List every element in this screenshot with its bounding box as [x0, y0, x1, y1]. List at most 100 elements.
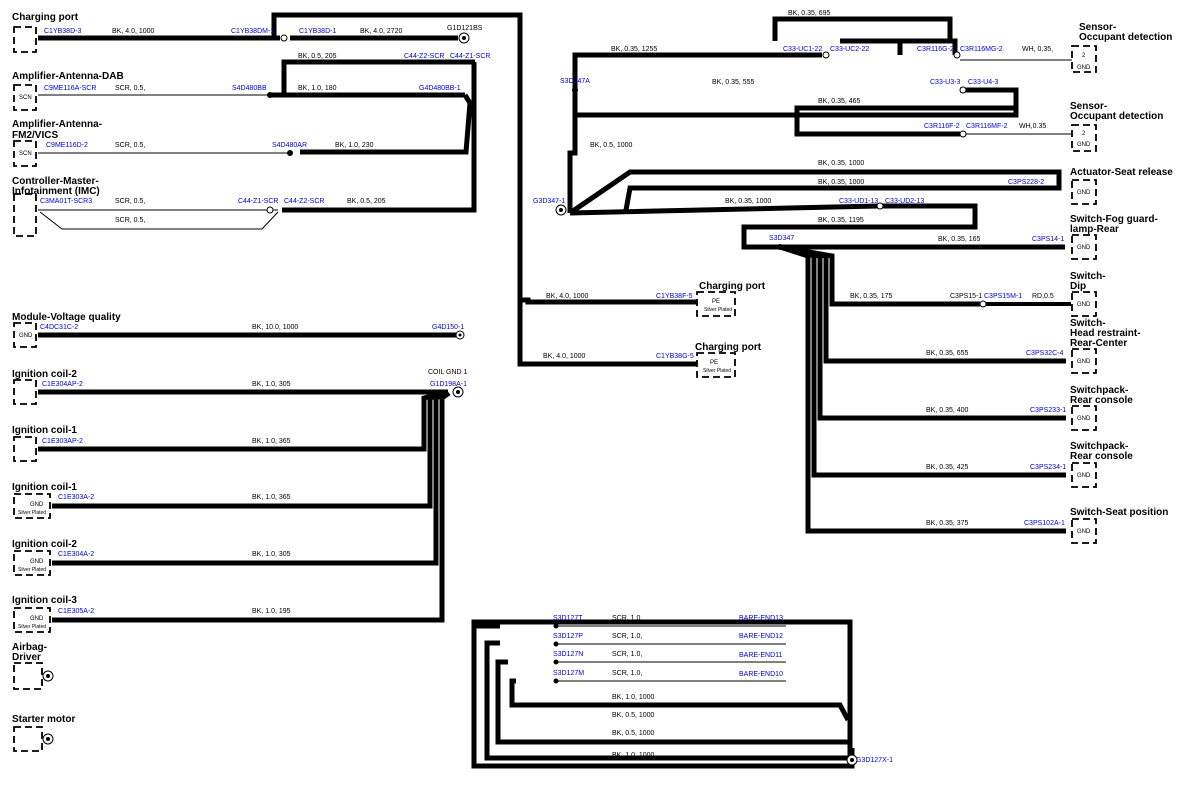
wire-label: BK, 0.35, 425: [926, 464, 969, 471]
box-sp-ign3: Silver Plated: [18, 624, 46, 630]
component-boxes-right: [696, 45, 1097, 544]
conn-c1yb38f5: C1YB38F-5: [656, 293, 693, 300]
conn-c1e303ap2: C1E303AP-2: [42, 438, 83, 445]
seatpos-box: [1071, 518, 1097, 544]
box-gnd-seatpos: GND: [1077, 529, 1091, 535]
title-sensor1-1: Sensor-: [1079, 22, 1116, 33]
wire-dab-top: [281, 59, 475, 95]
conn-c44z2scr-a: C44-Z2-SCR: [404, 53, 444, 60]
fog-box: [1071, 234, 1097, 260]
title-pe2: Charging port: [695, 342, 762, 353]
title-amp-fm-2: FM2/VICS: [12, 130, 58, 141]
title-fog-2: lamp-Rear: [1070, 224, 1119, 235]
box-gnd-ign1b: GND: [30, 502, 44, 508]
conn-c33u4-3: C33-U4-3: [968, 79, 998, 86]
box-pe1: PE: [712, 299, 720, 305]
wire-ign1a: [38, 389, 447, 452]
box-gnd-act: GND: [1077, 190, 1091, 196]
box-gnd-head: GND: [1077, 359, 1091, 365]
box-sp-pe2: Silver Plated: [703, 368, 731, 374]
conn-bare12: BARE-END12: [739, 633, 783, 640]
box-gnd-ign2b: GND: [30, 559, 44, 565]
conn-s3d347: S3D347: [769, 235, 794, 242]
title-airbag-1: Airbag-: [12, 642, 47, 653]
title-ign2b: Ignition coil-2: [12, 539, 77, 550]
splice-s3d127p: [553, 641, 559, 647]
wire-label: BK, 0.35, 655: [926, 350, 969, 357]
title-sp1-2: Rear console: [1070, 395, 1133, 406]
imc-box: [13, 193, 37, 237]
conn-g3d127x1: G3D127X-1: [856, 757, 893, 764]
title-sensor2-1: Sensor-: [1070, 101, 1107, 112]
ground-icon: [42, 670, 54, 682]
conn-s3d127p: S3D127P: [553, 633, 583, 640]
wire-g127-c: [495, 659, 848, 745]
wire-label: SCR, 1.0,: [612, 651, 642, 658]
connector-icon: [876, 202, 884, 210]
title-ign3: Ignition coil-3: [12, 595, 77, 606]
box-pe2: PE: [710, 360, 718, 366]
amp-dab-box: [13, 84, 37, 111]
ground-icon: [555, 204, 567, 216]
switchpack1-box: [1071, 405, 1097, 431]
wire-label: SCR, 1.0,: [612, 670, 642, 677]
title-sp1-1: Switchpack-: [1070, 385, 1128, 396]
wire-label: BK, 1.0, 365: [252, 438, 291, 445]
wire-seatpos: [779, 244, 1066, 534]
pe1-box: [696, 291, 736, 317]
wire-label: BK, 0.35, 165: [938, 236, 981, 243]
charging-port-box: [13, 26, 37, 53]
connector-icon: [953, 51, 961, 59]
component-titles-left: Charging port Amplifier-Antenna-DAB Ampl…: [12, 12, 124, 725]
component-titles-right: Sensor- Occupant detection Sensor- Occup…: [695, 22, 1173, 518]
title-imc-1: Controller-Master-: [12, 176, 99, 187]
component-boxes-left: [13, 26, 51, 752]
box-gnd-ign3: GND: [30, 616, 44, 622]
title-dip-1: Switch-: [1070, 271, 1106, 282]
wire-label: BK, 0.35, 400: [926, 407, 969, 414]
wires-right: [471, 16, 1072, 769]
conn-c4dc31c2: C4DC31C-2: [40, 324, 78, 331]
conn-c33ud2-13: C33-UD2-13: [885, 198, 924, 205]
conn-c3r116g2: C3R116G-2: [917, 46, 954, 53]
conn-s3d347a: S3D347A: [560, 78, 590, 85]
splice-s3d347: [777, 244, 783, 250]
airbag-box: [13, 662, 43, 690]
wire-label: SCR, 1.0,: [612, 633, 642, 640]
box-gnd-s1: GND: [1077, 65, 1091, 71]
conn-c1yb38d1: C1YB38D-1: [299, 28, 336, 35]
wire-label: BK, 0.35, 465: [818, 98, 861, 105]
wire-pe1: [271, 12, 697, 305]
conn-g1d198a1: G1D198A-1: [430, 381, 467, 388]
title-amp-dab: Amplifier-Antenna-DAB: [12, 71, 124, 82]
box-gnd-mv: GND: [19, 333, 33, 339]
splice-s3d347a: [572, 87, 578, 93]
conn-s4d480bb: S4D480BB: [232, 85, 267, 92]
title-airbag-2: Driver: [12, 652, 41, 663]
box-scn-dab: SCN: [19, 95, 32, 101]
inline-connectors: [266, 34, 987, 308]
wire-label: BK, 0.5, 1000: [590, 142, 633, 149]
ign1b-box: [13, 493, 51, 519]
conn-g3d347-1: G3D347-1: [533, 198, 565, 205]
conn-c3ps14-1: C3PS14-1: [1032, 236, 1064, 243]
wire-label: BK, 1.0, 180: [298, 85, 337, 92]
wire-sp1: [779, 244, 1066, 421]
title-ign2a: Ignition coil-2: [12, 369, 77, 380]
title-ign1a: Ignition coil-1: [12, 425, 77, 436]
conn-c1e303a2: C1E303A-2: [58, 494, 94, 501]
conn-c1e305a2: C1E305A-2: [58, 608, 94, 615]
box-gnd-s2: GND: [1077, 142, 1091, 148]
wire-label: BK, 0.5, 205: [298, 53, 337, 60]
wire-act: [568, 169, 1062, 216]
title-actuator: Actuator-Seat release: [1070, 167, 1173, 178]
switchpack2-box: [1071, 462, 1097, 488]
title-dip-2: Dip: [1070, 281, 1086, 292]
conn-c44z2scr-b: C44-Z2-SCR: [284, 198, 324, 205]
box-gnd-fog: GND: [1077, 245, 1091, 251]
box-gnd-dip: GND: [1077, 302, 1091, 308]
wire-g3-05: [567, 90, 578, 213]
wire-label: BK, 1.0, 230: [335, 142, 374, 149]
box-sp-pe1: Silver Plated: [704, 307, 732, 313]
conn-s3d127t: S3D127T: [553, 615, 583, 622]
